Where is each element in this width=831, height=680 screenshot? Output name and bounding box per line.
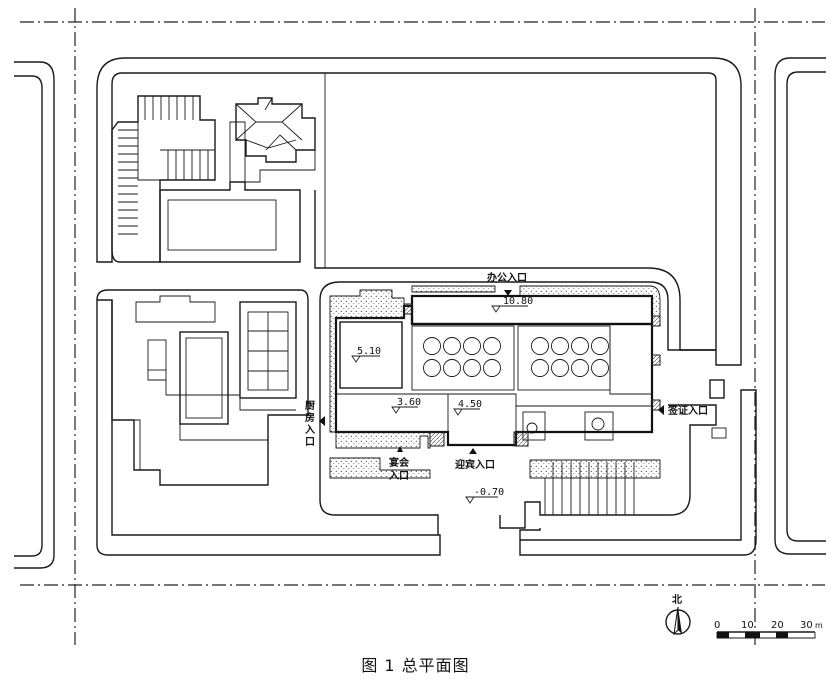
svg-text:宴会: 宴会 (389, 456, 409, 469)
entrance-markers (319, 290, 664, 454)
scale-tick-20: 20 (771, 620, 784, 631)
visa-entrance-arrow (658, 405, 664, 415)
atrium-west (423, 337, 501, 377)
elev-hall-west: 5.10 (357, 346, 381, 357)
street-west (14, 61, 55, 569)
main-building (334, 294, 661, 447)
scale-bar: 0 10 20 30 m (714, 620, 823, 639)
svg-text:入: 入 (305, 424, 315, 436)
scale-unit: m (815, 621, 823, 630)
axis-lines (20, 8, 825, 645)
main-ring-road (319, 281, 717, 540)
elev-banquet: 3.60 (397, 397, 421, 408)
reception-entrance-arrow (469, 448, 477, 454)
office-entrance-label: 办公入口 (487, 271, 527, 284)
scale-tick-10: 10 (741, 620, 754, 631)
nw-annex-building (159, 121, 301, 263)
nw-villa (235, 97, 316, 183)
kitchen-entrance-label: 厨 房 入 口 (305, 400, 315, 448)
svg-text:入口: 入口 (389, 470, 409, 482)
banquet-entrance-label: 宴会 入口 (389, 456, 409, 482)
elev-office: 10.80 (503, 296, 533, 307)
inner-road-north (314, 190, 716, 351)
scale-tick-30: 30 (800, 620, 813, 631)
elevation-markers (351, 305, 528, 504)
planting-strips (329, 285, 661, 479)
perimeter-road (96, 57, 757, 556)
scale-tick-0: 0 (714, 620, 720, 631)
east-gatehouse (709, 379, 727, 439)
west-block (96, 289, 309, 486)
svg-text:房: 房 (305, 411, 315, 424)
nw-parking (111, 95, 216, 263)
office-entrance-arrow (504, 290, 512, 296)
figure-caption: 图 1 总平面图 (361, 656, 470, 675)
svg-text:厨: 厨 (305, 400, 315, 412)
street-east (774, 57, 826, 555)
forecourt-elev-mark (465, 496, 475, 504)
svg-text:口: 口 (305, 437, 315, 448)
north-arrow: 北 (665, 593, 691, 636)
kitchen-entrance-arrow (319, 416, 325, 426)
se-parking (544, 462, 635, 515)
visa-entrance-label: 签证入口 (667, 404, 708, 417)
elev-forecourt: -0.70 (474, 487, 504, 498)
banquet-entrance-arrow (397, 446, 403, 452)
atrium-east (531, 337, 609, 377)
reception-entrance-label: 迎宾入口 (455, 458, 495, 471)
north-label: 北 (672, 593, 682, 606)
office-elev-mark (491, 305, 501, 313)
elev-reception: 4.50 (458, 399, 482, 410)
